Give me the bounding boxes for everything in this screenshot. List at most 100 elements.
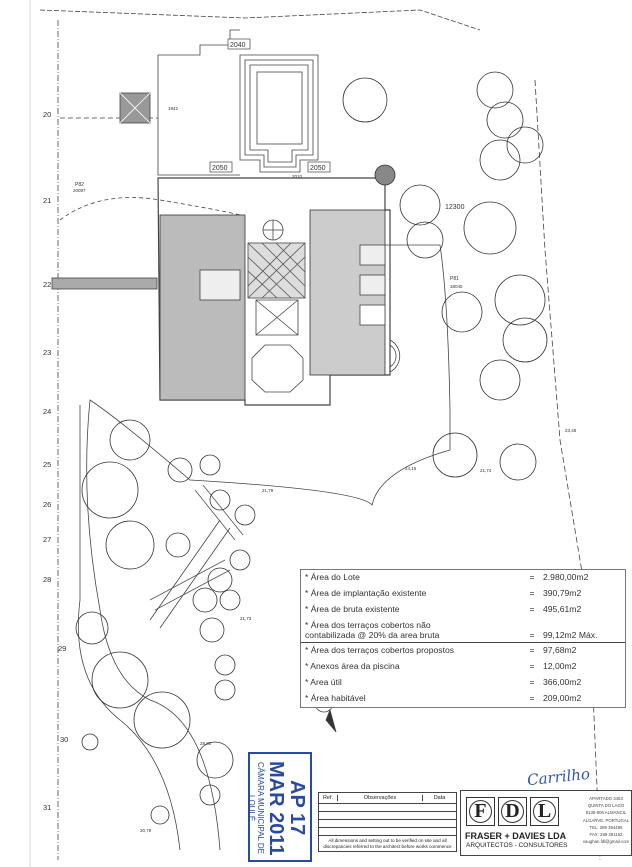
plot-boundary-north — [39, 9, 481, 31]
area-value: 12,00m2 — [543, 661, 577, 671]
gazebo-roof — [119, 92, 151, 124]
area-value: 2.980,00m2 — [543, 572, 589, 582]
level-path-d: 21,73 — [240, 616, 252, 621]
level-path-b: 21,74 — [480, 468, 492, 473]
grid-label: 24 — [43, 407, 51, 416]
stamp-org: CÂMARA MUNICIPAL DE LOULÉ — [247, 761, 265, 854]
grid-label: 26 — [43, 500, 51, 509]
address-line: APARTADO 3453 — [589, 796, 623, 801]
address-line: vaughan.fdl@gmail.com — [582, 839, 630, 845]
revision-row — [319, 812, 456, 820]
firm-name: FRASER + DAVIES LDA — [465, 831, 567, 841]
logo-letter: D — [498, 797, 527, 826]
area-label: * Área habitável — [305, 693, 366, 703]
area-row: * Área de bruta existente = 495,61m2 — [301, 602, 625, 618]
area-label: * Área do Lote — [305, 572, 360, 582]
firm-address: APARTADO 3453 QUINTA DO LAGO 8135-906 AL… — [582, 795, 630, 845]
address-line: TEL: 289 394485 — [589, 824, 623, 830]
area-row: * Área do Lote = 2.980,00m2 — [301, 570, 625, 586]
level-p82-elev: 20097 — [73, 188, 86, 193]
revision-header: Ref. Observações Data — [319, 793, 456, 804]
level-path-g: 28,80 — [200, 741, 212, 746]
area-eq: = — [529, 588, 535, 598]
col-ref: Ref. — [319, 795, 338, 801]
existing-areas: * Área do Lote = 2.980,00m2 * Área de impl… — [301, 570, 625, 643]
level-p81-elev: 38045 — [450, 284, 463, 289]
col-date: Data — [433, 795, 446, 801]
area-eq: = — [529, 677, 535, 687]
area-value: 99,12m2 Máx. — [543, 630, 598, 640]
area-eq: = — [529, 630, 535, 640]
level-pool-low: 2010 — [292, 174, 303, 179]
area-label: * Anexos área da piscina — [305, 661, 400, 671]
garden-steps — [149, 484, 244, 611]
proposed-areas: * Área dos terraços cobertos propostos = 9… — [301, 643, 625, 707]
area-eq: = — [529, 604, 535, 614]
area-row: * Área habitável=209,00m2 — [301, 691, 625, 707]
area-eq: = — [529, 661, 535, 671]
swimming-pool — [239, 54, 319, 173]
area-label: * Área de bruta existente — [305, 604, 400, 614]
fdl-logo: F D L — [466, 797, 559, 826]
col-observations: Observações — [338, 795, 423, 801]
firm-subtitle: ARQUITECTOS - CONSULTORES — [466, 842, 568, 849]
revision-table: Ref. Observações Data All dimensions and… — [318, 792, 457, 852]
grid-label: 23 — [43, 348, 51, 357]
level-pool-left: 2050 — [212, 165, 228, 172]
area-label: * Área dos terraços cobertos não contabi… — [305, 620, 440, 640]
title-block: F D L FRASER + DAVIES LDA ARQUITECTOS - … — [460, 790, 632, 856]
level-p82: P82 — [75, 182, 84, 188]
logo-letter: F — [466, 797, 495, 826]
grid-label: 28 — [43, 575, 51, 584]
area-value: 97,68m2 — [543, 645, 577, 655]
revision-row — [319, 804, 456, 812]
revision-row — [319, 828, 456, 836]
level-pool-right: 2050 — [310, 165, 326, 172]
patio-outline — [157, 29, 240, 176]
area-label: * Area útil — [305, 677, 342, 687]
logo-letter: L — [530, 797, 559, 826]
area-row: * Anexos área da piscina = 12,00m2 — [301, 659, 625, 675]
grid-label: 21 — [43, 196, 51, 205]
area-label: * Área dos terraços cobertos propostos — [305, 645, 455, 655]
stamp-date: AP 17 MAR 2011 — [265, 760, 308, 856]
deck-walkway — [51, 277, 158, 290]
area-eq: = — [529, 645, 535, 655]
area-value: 366,00m2 — [543, 677, 582, 687]
area-value: 495,61m2 — [543, 604, 582, 614]
level-ground-north: 12300 — [445, 204, 465, 211]
area-row: * Area útil = 366,00m2 — [301, 675, 625, 691]
grid-label: 30 — [60, 735, 68, 744]
address-line: FAX: 289 391162 — [589, 832, 623, 838]
plot-boundary-east — [534, 79, 601, 861]
grid-label: 31 — [43, 803, 51, 812]
level-pool-top: 2040 — [230, 42, 246, 49]
area-eq: = — [529, 693, 535, 703]
level-path-a: 24,15 — [405, 466, 417, 471]
area-label: * Área de implantação existente — [305, 588, 427, 598]
area-row: * Área de implantação existente = 390,79m2 — [301, 586, 625, 602]
grid-label: 25 — [43, 460, 51, 469]
area-row: * Área dos terraços cobertos propostos = 9… — [301, 643, 625, 659]
areas-table: * Área do Lote = 2.980,00m2 * Área de impl… — [300, 569, 626, 708]
grid-label: 27 — [43, 535, 51, 544]
house-footprint — [157, 177, 401, 406]
area-row: * Área dos terraços cobertos não contabi… — [301, 618, 625, 642]
grid-label: 29 — [58, 644, 66, 653]
address-line: QUINTA DO LAGO — [587, 803, 625, 809]
area-eq: = — [529, 572, 535, 582]
address-line: 8135-906 ALMANCIL — [585, 810, 627, 816]
level-path-e: 21,79 — [262, 488, 274, 493]
trees — [75, 71, 548, 825]
level-p81: P81 — [450, 276, 459, 282]
grid-label: 20 — [43, 110, 51, 119]
approval-stamp: AP 17 MAR 2011 CÂMARA MUNICIPAL DE LOULÉ — [247, 752, 312, 862]
level-path-c: 23,48 — [565, 428, 577, 433]
revision-row — [319, 820, 456, 828]
area-value: 390,79m2 — [543, 588, 582, 598]
level-path-f: 30,79 — [140, 828, 152, 833]
address-line: ALGARVE, PORTUGAL — [582, 817, 630, 823]
revision-note: All dimensions and setting out to be ver… — [323, 838, 452, 849]
grid-label: 22 — [43, 280, 51, 289]
